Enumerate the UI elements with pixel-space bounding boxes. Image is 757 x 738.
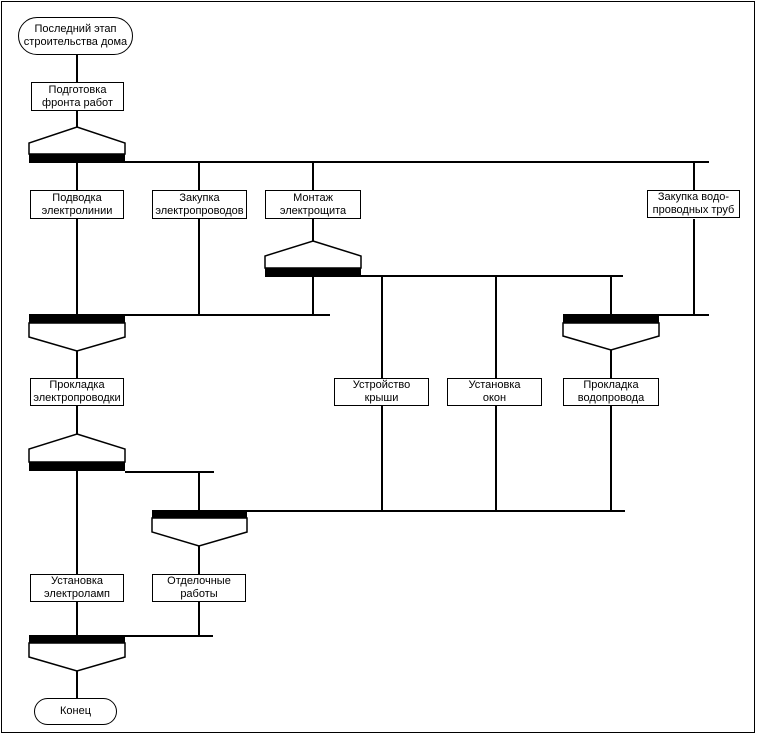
node-ustanovka-elektrolamp: Установка электроламп <box>30 574 124 602</box>
join-symbol-3 <box>151 510 248 547</box>
node-prokladka-vodoprovoda: Прокладка водопровода <box>563 378 659 406</box>
join-bar <box>29 314 125 323</box>
node-label: электрощита <box>279 204 347 217</box>
node-podgotovka-fronta-rabot: Подготовка фронта работ <box>31 82 124 111</box>
node-montazh-elektroshchita: Монтаж электрощита <box>265 190 361 219</box>
fork-symbol-3 <box>28 433 126 471</box>
node-zakupka-vodoprovodnyh-trub: Закупка водо- проводных труб <box>647 190 740 218</box>
node-label: проводных труб <box>652 204 735 216</box>
join-symbol-2 <box>562 314 660 351</box>
node-label: Прокладка <box>49 379 105 391</box>
fork-bar <box>265 268 361 277</box>
node-label: водопровода <box>577 392 645 404</box>
join-funnel <box>28 322 126 352</box>
node-end: Конец <box>34 698 117 725</box>
node-label: крыши <box>364 392 399 404</box>
node-label: электролинии <box>41 204 113 217</box>
node-label: Подготовка <box>48 83 107 96</box>
node-label: Закупка <box>179 191 220 204</box>
fork-bar <box>29 154 125 163</box>
node-podvodka-elektrolinii: Подводка электролинии <box>30 190 124 219</box>
node-label: электропроводов <box>155 204 244 217</box>
node-prokladka-elektroprovodki: Прокладка электропроводки <box>30 378 124 406</box>
fork-symbol-1 <box>28 126 126 163</box>
join-bar <box>152 510 247 518</box>
node-label: электропроводки <box>33 392 121 404</box>
node-ustroystvo-kryshi: Устройство крыши <box>334 378 429 406</box>
node-label: Последний этап <box>34 23 117 35</box>
node-zakupka-elektroprovodov: Закупка электропроводов <box>152 190 247 219</box>
fork-funnel <box>28 433 126 463</box>
node-label: Установка <box>51 575 103 587</box>
node-label: электроламп <box>44 588 110 600</box>
node-label: Отделочные <box>167 575 231 587</box>
edges <box>76 55 709 698</box>
join-bar <box>29 635 125 643</box>
node-label: Закупка водо- <box>657 191 730 203</box>
node-label: Монтаж <box>293 191 333 204</box>
node-label: окон <box>482 392 507 404</box>
node-start: Последний этап строительства дома <box>18 17 133 55</box>
fork-funnel <box>264 240 362 269</box>
join-funnel <box>28 642 126 672</box>
fork-funnel <box>28 126 126 155</box>
node-label: фронта работ <box>42 96 113 109</box>
fork-bar <box>29 462 125 471</box>
node-label: Подводка <box>52 191 102 204</box>
join-symbol-1 <box>28 314 126 352</box>
node-label: Прокладка <box>583 379 639 391</box>
fork-symbol-2 <box>264 240 362 277</box>
node-label: Установка <box>468 379 521 391</box>
join-bar <box>563 314 659 323</box>
node-label: строительства дома <box>23 36 128 48</box>
join-symbol-4 <box>28 635 126 672</box>
join-funnel <box>151 517 248 547</box>
join-funnel <box>562 322 660 351</box>
node-label: Устройство <box>352 379 411 391</box>
node-otdelochnye-raboty: Отделочные работы <box>152 574 246 602</box>
node-label: работы <box>180 588 218 600</box>
node-label: Конец <box>59 705 92 717</box>
node-ustanovka-okon: Установка окон <box>447 378 542 406</box>
